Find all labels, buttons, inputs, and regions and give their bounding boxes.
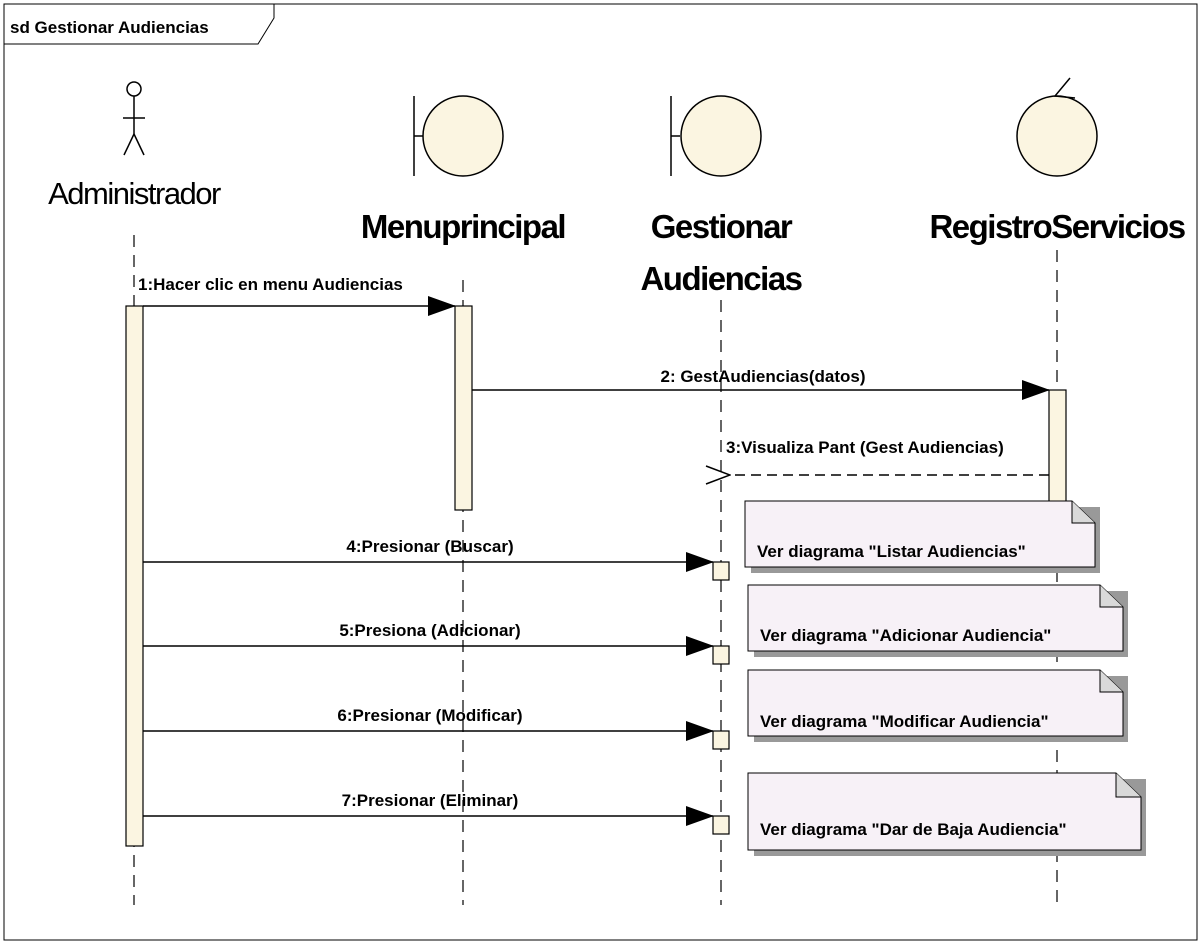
note-listar-audiencias: Ver diagrama "Listar Audiencias" bbox=[744, 500, 1100, 573]
activation-adicionar bbox=[712, 645, 730, 665]
activation-modificar bbox=[712, 730, 730, 750]
actor-administrador bbox=[123, 81, 145, 156]
control-icon-registro-servicios bbox=[1016, 77, 1098, 177]
activation-administrador bbox=[125, 305, 144, 847]
lifeline-name-gestionar-line1: Gestionar bbox=[651, 208, 793, 245]
message-label-1: 1:Hacer clic en menu Audiencias bbox=[138, 275, 403, 294]
note-dar-de-baja-audiencia: Ver diagrama "Dar de Baja Audiencia" bbox=[747, 772, 1146, 856]
message-label-4: 4:Presionar (Buscar) bbox=[346, 537, 513, 556]
boundary-icon-gestionar-audiencias bbox=[670, 95, 762, 177]
note-text-1: Ver diagrama "Listar Audiencias" bbox=[757, 542, 1026, 561]
message-label-2: 2: GestAudiencias(datos) bbox=[661, 367, 866, 386]
message-label-6: 6:Presionar (Modificar) bbox=[337, 706, 522, 725]
frame-title: sd Gestionar Audiencias bbox=[10, 18, 209, 37]
actor-name-administrador: Administrador bbox=[48, 176, 221, 211]
note-adicionar-audiencia: Ver diagrama "Adicionar Audiencia" bbox=[747, 584, 1128, 657]
activation-menuprincipal bbox=[454, 305, 473, 511]
lifeline-name-registro-servicios: RegistroServicios bbox=[929, 208, 1184, 245]
activation-eliminar bbox=[712, 815, 730, 835]
activation-registro-servicios bbox=[1048, 389, 1067, 503]
lifeline-name-menuprincipal: Menuprincipal bbox=[361, 208, 565, 245]
message-label-5: 5:Presiona (Adicionar) bbox=[339, 621, 520, 640]
note-text-2: Ver diagrama "Adicionar Audiencia" bbox=[760, 626, 1051, 645]
message-label-3: 3:Visualiza Pant (Gest Audiencias) bbox=[726, 438, 1004, 457]
note-text-4: Ver diagrama "Dar de Baja Audiencia" bbox=[760, 820, 1067, 839]
note-modificar-audiencia: Ver diagrama "Modificar Audiencia" bbox=[747, 669, 1128, 742]
boundary-icon-menuprincipal bbox=[413, 95, 504, 177]
note-text-3: Ver diagrama "Modificar Audiencia" bbox=[760, 712, 1049, 731]
lifeline-name-gestionar-line2: Audiencias bbox=[640, 260, 801, 297]
activation-buscar bbox=[712, 561, 730, 581]
message-label-7: 7:Presionar (Eliminar) bbox=[342, 791, 519, 810]
